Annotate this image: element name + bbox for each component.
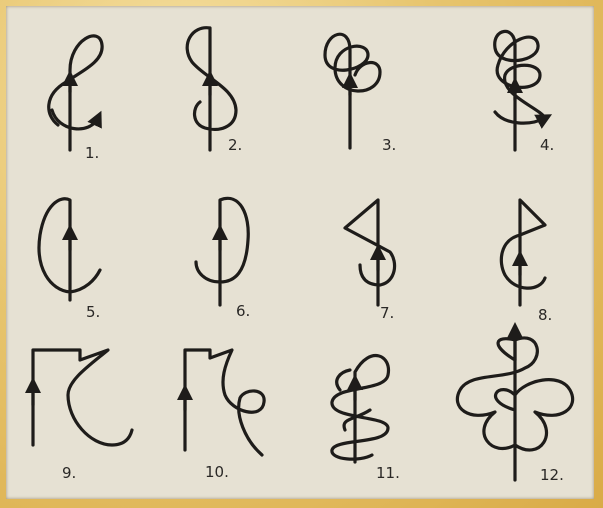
figure-12-sigil [457,330,572,480]
figure-number: 4. [540,136,554,154]
figure-1-sigil [49,36,102,150]
figure-8-sigil [501,200,545,305]
figure-number: 1. [85,144,99,162]
figure-number: 10. [205,463,229,481]
figure-3-sigil [325,34,380,148]
figure-6-sigil [196,198,248,305]
figure-number: 3. [382,136,396,154]
figure-number: 11. [376,464,400,482]
figure-10-sigil [185,350,264,455]
figure-4-sigil [495,31,545,150]
figure-number: 6. [236,302,250,320]
figure-11-sigil [332,356,389,462]
figure-2-sigil [187,28,236,150]
figure-number: 7. [380,304,394,322]
figure-number: 9. [62,464,76,482]
figure-number: 8. [538,306,552,324]
figure-9-sigil [33,350,132,445]
figure-number: 12. [540,466,564,484]
figure-7-sigil [345,200,395,305]
figure-number: 5. [86,303,100,321]
figure-number: 2. [228,136,242,154]
figure-5-sigil [39,199,100,300]
